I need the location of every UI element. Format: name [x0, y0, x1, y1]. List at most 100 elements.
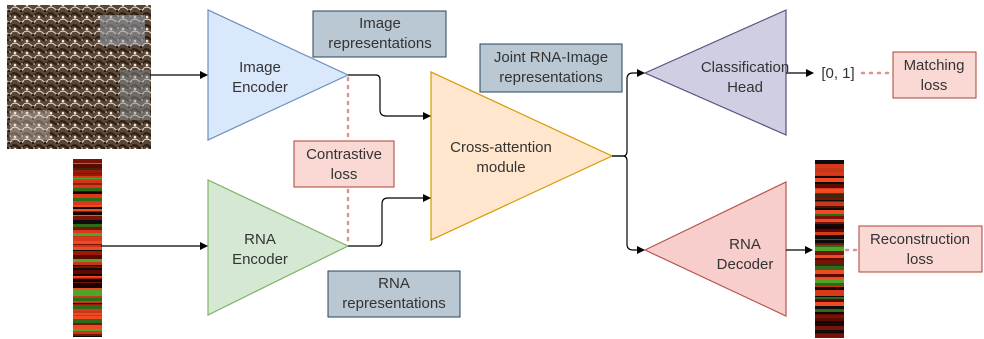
rna-decoder-label-line1: RNA: [729, 236, 761, 253]
barcode-stripe: [73, 276, 102, 277]
barcode-stripe: [815, 216, 844, 219]
joint-representations-label-line2: representations: [499, 69, 602, 86]
matching-loss-label-line2: loss: [921, 77, 948, 94]
barcode-stripe: [815, 321, 844, 323]
classification-head-label-line1: Classification: [701, 59, 789, 76]
barcode-stripe: [73, 211, 102, 212]
barcode-stripe: [815, 309, 844, 312]
arrow-rna-encoder-to-cross-attention: [348, 194, 431, 247]
barcode-stripe: [815, 206, 844, 208]
barcode-stripe: [815, 210, 844, 214]
barcode-stripe: [815, 287, 844, 290]
barcode-stripe: [815, 175, 844, 176]
barcode-stripe: [815, 188, 844, 189]
barcode-stripe: [815, 315, 844, 318]
barcode-stripe: [815, 260, 844, 264]
barcode-stripe: [815, 222, 844, 224]
barcode-stripe: [815, 224, 844, 226]
barcode-stripe: [815, 314, 844, 315]
barcode-stripe: [73, 294, 102, 296]
barcode-stripe: [815, 247, 844, 251]
connectors: [101, 69, 895, 254]
barcode-stripe: [815, 283, 844, 286]
image-encoder-label-line1: Image: [239, 59, 281, 76]
barcode-stripe: [73, 309, 102, 311]
barcode-stripe: [815, 164, 844, 168]
rna-encoder: [207, 179, 350, 316]
barcode-stripe: [73, 159, 102, 163]
barcode-stripe: [73, 212, 102, 215]
rna-decoder-label-line2: Decoder: [717, 256, 774, 273]
barcode-stripe: [73, 331, 102, 334]
barcode-stripe: [815, 160, 844, 164]
rna-representations-label-line2: representations: [342, 295, 445, 312]
barcode-stripe: [815, 258, 844, 260]
barcode-stripe: [815, 239, 844, 240]
joint-representations-label-line1: Joint RNA-Image: [494, 49, 608, 66]
image-representations-box: [312, 10, 447, 58]
barcode-stripe: [73, 179, 102, 181]
barcode-stripe: [815, 306, 844, 309]
barcode-stripe: [815, 198, 844, 200]
barcode-stripe: [73, 216, 102, 220]
barcode-stripe: [73, 262, 102, 265]
reconstruction-loss-box: [858, 225, 983, 273]
barcode-stripe: [815, 240, 844, 243]
barcode-stripe: [815, 255, 844, 258]
barcode-stripe: [815, 214, 844, 215]
cross-attention-module: [430, 71, 614, 241]
barcode-stripe: [73, 188, 102, 191]
barcode-stripe: [73, 270, 102, 274]
barcode-stripe: [73, 319, 102, 323]
image-encoder: [207, 9, 350, 141]
rna-representations-label-line1: RNA: [378, 275, 410, 292]
barcode-stripe: [815, 297, 844, 299]
barcode-stripe: [815, 229, 844, 232]
barcode-stripe: [815, 274, 844, 277]
barcode-stripe: [815, 270, 844, 274]
barcode-stripe: [815, 235, 844, 239]
barcode-stripe: [73, 237, 102, 241]
barcode-stripe: [815, 243, 844, 245]
image-representations-label-line1: Image: [359, 15, 401, 32]
classification-head-label-line2: Head: [727, 79, 763, 96]
barcode-stripe: [815, 299, 844, 302]
barcode-stripe: [815, 334, 844, 338]
barcode-stripe: [73, 311, 102, 313]
barcode-stripe: [815, 232, 844, 235]
arrow-cross-attention-to-decoder: [612, 155, 645, 254]
barcode-stripe: [73, 185, 102, 188]
barcode-stripe: [73, 247, 102, 250]
barcode-stripe: [73, 181, 102, 182]
barcode-stripe: [73, 215, 102, 216]
rna-expression-input: [73, 159, 102, 337]
barcode-stripe: [815, 318, 844, 321]
barcode-stripe: [73, 301, 102, 302]
barcode-stripe: [815, 266, 844, 270]
barcode-stripe: [73, 336, 102, 337]
tissue-image: [7, 5, 151, 149]
classifier-output-label: [0, 1]: [821, 65, 854, 82]
barcode-stripe: [73, 233, 102, 236]
barcode-stripe: [815, 168, 844, 172]
barcode-stripe: [73, 209, 102, 211]
barcode-stripe: [73, 303, 102, 304]
barcode-stripe: [815, 296, 844, 297]
barcode-stripe: [73, 205, 102, 207]
barcode-stripe: [73, 329, 102, 331]
barcode-stripe: [815, 202, 844, 206]
barcode-stripe: [73, 227, 102, 230]
barcode-stripe: [73, 230, 102, 232]
matching-loss-label-line1: Matching: [904, 57, 965, 74]
barcode-stripe: [73, 302, 102, 303]
barcode-stripe: [73, 241, 102, 244]
barcode-stripe: [815, 286, 844, 287]
barcode-stripe: [815, 277, 844, 279]
barcode-stripe: [815, 208, 844, 210]
barcode-stripe: [73, 170, 102, 173]
barcode-stripe: [73, 268, 102, 270]
barcode-stripe: [815, 176, 844, 178]
barcode-stripe: [73, 274, 102, 276]
contrastive-loss-box: [293, 140, 395, 188]
